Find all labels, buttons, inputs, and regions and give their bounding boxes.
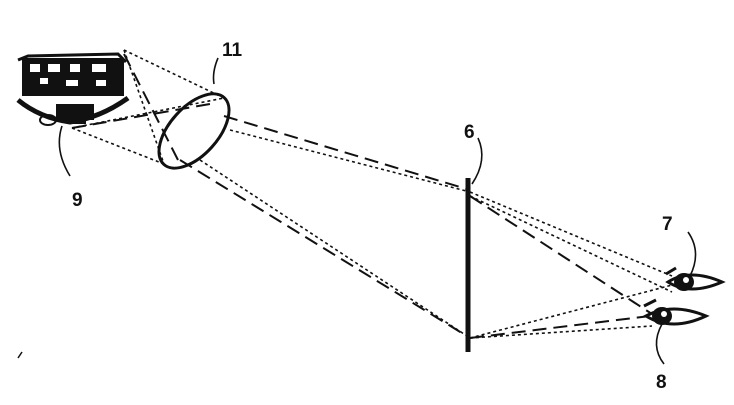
leader-projector [58,125,71,177]
leader-eye-lower [655,323,665,365]
label-projector: 9 [72,190,83,211]
label-eye-upper: 7 [662,214,673,235]
rays-projector-to-lens [71,49,225,165]
label-eye-lower: 8 [656,372,667,393]
leader-eye-upper [687,231,697,277]
label-lens: 11 [222,40,243,61]
eye-upper [665,266,726,291]
leader-screen [471,137,483,185]
stray-mark [17,351,23,359]
leader-lens [212,57,219,85]
label-screen: 6 [464,122,475,143]
rays-screen-to-eyes [469,191,677,339]
eye-lower [642,298,710,326]
rays-lens-to-screen [179,115,471,339]
projector [16,52,130,126]
lens [157,92,231,170]
